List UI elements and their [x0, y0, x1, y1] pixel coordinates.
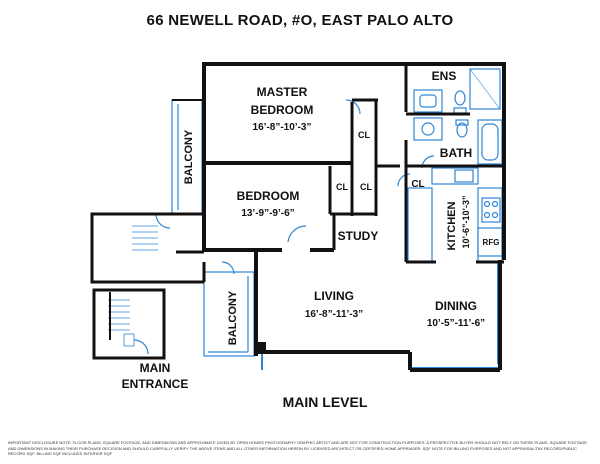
kitchen-counter-left: [407, 187, 433, 263]
ens-shower: [469, 68, 501, 110]
kitchen-label: KITCHEN: [446, 202, 458, 251]
kitchen-counter-top: [431, 167, 479, 185]
upper-stairs: [132, 225, 158, 251]
kitchen-dims: 10’-6”-10’-3”: [461, 195, 471, 248]
closet-bedroom-1-label: CL: [336, 182, 348, 192]
balcony-top-label: BALCONY: [183, 129, 195, 184]
disclaimer-text: IMPORTANT DISCLOSURE NOTE: FLOOR PLANS, …: [8, 440, 587, 456]
closet-bedroom-2-label: CL: [360, 182, 372, 192]
refrigerator-label: RFG: [483, 238, 500, 247]
ens-sink: [413, 89, 443, 113]
main-entrance-label-1: MAIN: [140, 361, 171, 375]
closet-master-label: CL: [358, 130, 370, 140]
living-label: LIVING: [314, 289, 354, 303]
plan-title: 66 NEWELL ROAD, #O, EAST PALO ALTO: [146, 12, 454, 29]
ens-toilet: [454, 90, 466, 106]
structural-column: [256, 342, 266, 354]
bedroom-label: BEDROOM: [237, 189, 300, 203]
level-label: MAIN LEVEL: [282, 394, 368, 410]
door-swing-upper: [155, 213, 171, 229]
ens-label: ENS: [432, 69, 457, 83]
master-bedroom-label-1: MASTER: [257, 85, 308, 99]
living-dims: 16’-8”-11’-3”: [305, 309, 363, 320]
study-label: STUDY: [338, 229, 379, 243]
master-bedroom-label-2: BEDROOM: [251, 103, 314, 117]
balcony-bottom-label: BALCONY: [227, 290, 239, 345]
bath-sink: [413, 117, 443, 141]
walls: [90, 62, 506, 372]
bath-label: BATH: [440, 146, 472, 160]
bath-toilet: [456, 122, 468, 138]
master-bedroom-dims: 16’-8”-10’-3”: [253, 122, 312, 133]
dining-dims: 10’-5”-11’-6”: [427, 318, 485, 329]
entrance-stairs: [108, 299, 135, 347]
main-entrance-label-2: ENTRANCE: [122, 377, 189, 391]
kitchen-sink: [454, 169, 474, 183]
closet-kitchen-label: CL: [411, 179, 424, 190]
dining-label: DINING: [435, 299, 477, 313]
bedroom-dims: 13’-9”-9’-6”: [241, 208, 294, 219]
stove: [481, 197, 501, 223]
